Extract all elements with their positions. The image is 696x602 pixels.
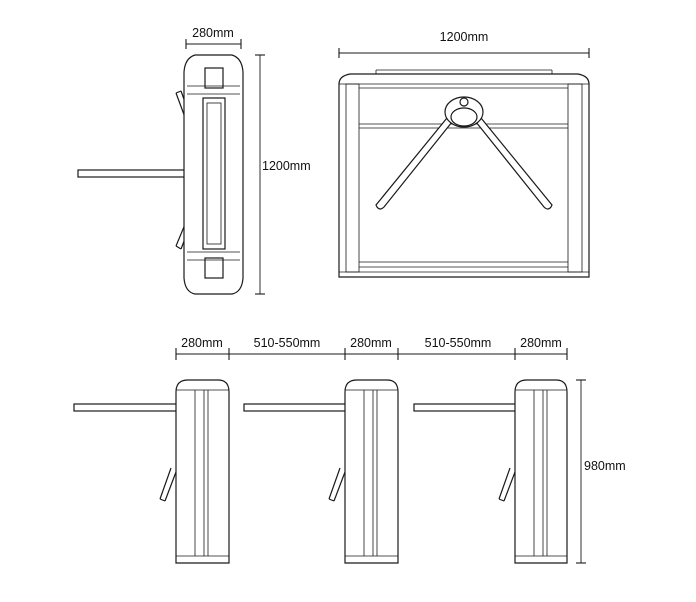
top-view: 280mm 1200mm [77,26,311,295]
top-cabinet [183,54,244,295]
gap-dimensions: 280mm 510-550mm 280mm 510-550mm 280mm [175,336,568,360]
arm-horizontal [77,169,187,178]
side-unit-3 [413,379,568,564]
top-view-length-dimension: 1200mm [255,54,311,295]
top-view-width-label: 280mm [192,26,234,40]
front-view-width-label: 1200mm [440,30,489,44]
side-unit-1 [73,379,230,564]
tripod-arms [375,117,553,210]
center-slot [202,97,226,250]
gap-label-2: 510-550mm [254,336,321,350]
gap-label-4: 510-550mm [425,336,492,350]
gap-label-1: 280mm [181,336,223,350]
tripod-hub [444,96,484,128]
height-dimension: 980mm [576,379,626,564]
bottom-window [204,257,224,279]
gap-label-5: 280mm [520,336,562,350]
top-view-length-label: 1200mm [262,159,311,173]
height-label: 980mm [584,459,626,473]
front-view: 1200mm [338,30,590,278]
side-views: 280mm 510-550mm 280mm 510-550mm 280mm [73,336,626,564]
top-window [204,67,224,89]
gap-label-3: 280mm [350,336,392,350]
hub-bolt [459,97,469,107]
side-unit-2 [243,379,399,564]
top-view-width-dimension: 280mm [185,26,242,49]
front-view-width-dimension: 1200mm [338,30,590,58]
